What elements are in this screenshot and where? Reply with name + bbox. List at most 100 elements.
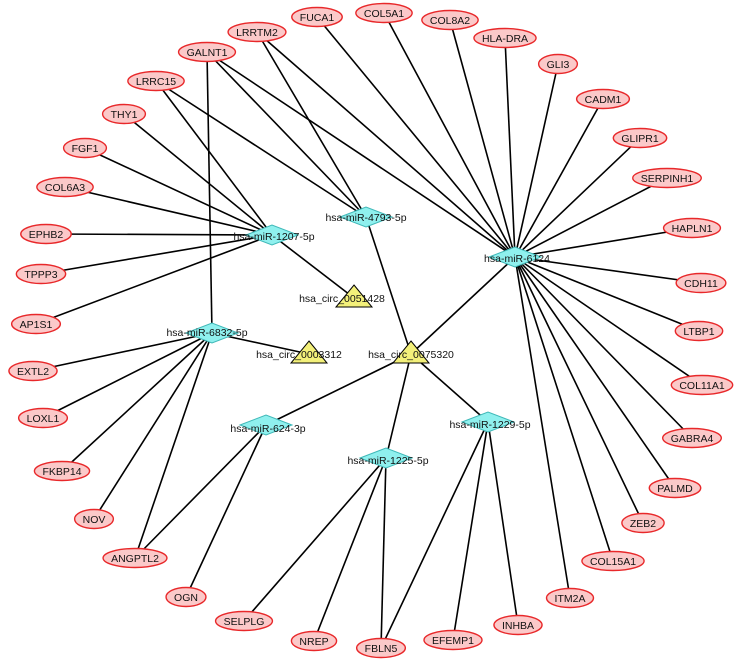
node-fbln5[interactable]: FBLN5	[355, 637, 407, 659]
node-col8a2[interactable]: COL8A2	[421, 9, 479, 31]
node-label: LRRTM2	[236, 27, 278, 39]
gene-node-ellipse	[632, 167, 702, 189]
node-label: COL5A1	[364, 8, 404, 20]
node-layer: hsa_circ_0075320 hsa_circ_0051428 hsa_circ…	[8, 2, 734, 659]
node-ltbp1[interactable]: LTBP1	[674, 320, 724, 342]
node-nrep[interactable]: NREP	[290, 630, 338, 652]
node-label: GABRA4	[671, 433, 714, 445]
circrna-node-triangle	[334, 284, 374, 308]
node-inhba[interactable]: INHBA	[493, 614, 543, 636]
edge-m1207-FGF1	[84, 147, 273, 236]
node-c03312[interactable]: hsa_circ_0003312	[256, 340, 342, 364]
gene-node-ellipse	[15, 263, 67, 285]
edge-m6124-HLADRA	[504, 37, 516, 258]
node-ephb2[interactable]: EPHB2	[20, 223, 72, 245]
node-m1207[interactable]: hsa-miR-1207-5p	[233, 224, 315, 246]
node-m6124[interactable]: hsa-miR-6124	[484, 246, 550, 268]
edge-m6124-COL11A1	[514, 256, 703, 386]
node-lrrtm2[interactable]: LRRTM2	[227, 21, 287, 43]
edge-layer	[32, 12, 703, 649]
node-label: hsa_circ_0051428	[299, 293, 385, 305]
node-angptl2[interactable]: ANGPTL2	[102, 547, 168, 569]
node-label: TPPP3	[24, 269, 57, 281]
edge-m6832-GALNT1	[206, 51, 213, 334]
node-label: FGF1	[72, 143, 99, 155]
node-label: ITM2A	[555, 593, 586, 605]
node-label: EXTL2	[17, 366, 49, 378]
node-label: EPHB2	[29, 229, 64, 241]
edge-m6124-COL5A1	[383, 12, 516, 258]
node-label: LRRC15	[136, 76, 176, 88]
edge-m6124-HAPLN1	[514, 227, 693, 258]
gene-node-ellipse	[675, 272, 727, 294]
mirna-node-diamond	[238, 414, 294, 436]
node-fkbp14[interactable]: FKBP14	[33, 460, 91, 482]
mirna-node-diamond	[460, 411, 516, 433]
node-label: EFEMP1	[432, 635, 474, 647]
node-extl2[interactable]: EXTL2	[8, 360, 58, 382]
node-label: CDH11	[684, 278, 718, 290]
node-m4793[interactable]: hsa-miR-4793-5p	[325, 206, 407, 228]
edge-m4793-LRRTM2	[256, 31, 367, 218]
gene-node-ellipse	[662, 217, 722, 239]
node-label: PALMD	[657, 483, 693, 495]
node-galnt1[interactable]: GALNT1	[177, 41, 237, 63]
node-label: hsa-miR-624-3p	[230, 423, 305, 435]
node-fuca1[interactable]: FUCA1	[291, 6, 343, 28]
node-col5a1[interactable]: COL5A1	[355, 2, 413, 24]
node-cadm1[interactable]: CADM1	[575, 88, 631, 110]
edge-m1229-FBLN5	[380, 421, 489, 649]
edge-c75320-m6124	[410, 256, 516, 355]
gene-node-ellipse	[621, 512, 665, 534]
node-fgf1[interactable]: FGF1	[62, 137, 108, 159]
node-palmd[interactable]: PALMD	[648, 477, 702, 499]
node-lrrc15[interactable]: LRRC15	[127, 70, 185, 92]
edge-m6124-COL15A1	[514, 256, 614, 562]
mirna-node-diamond	[184, 322, 240, 344]
gene-node-ellipse	[291, 6, 343, 28]
node-col15a1[interactable]: COL15A1	[581, 550, 645, 572]
node-m6832[interactable]: hsa-miR-6832-5p	[166, 322, 248, 344]
node-m624[interactable]: hsa-miR-624-3p	[230, 414, 306, 436]
edge-m6124-FUCA1	[316, 16, 516, 258]
node-gabra4[interactable]: GABRA4	[661, 427, 723, 449]
node-hapln1[interactable]: HAPLN1	[662, 217, 722, 239]
gene-node-ellipse	[648, 477, 702, 499]
node-label: COL8A2	[430, 15, 470, 27]
edge-m1207-COL6A3	[64, 186, 273, 236]
node-label: CADM1	[585, 94, 622, 106]
edge-m624-OGN	[185, 424, 267, 598]
node-tppp3[interactable]: TPPP3	[15, 263, 67, 285]
edge-m6832-EXTL2	[32, 332, 213, 372]
node-m1225[interactable]: hsa-miR-1225-5p	[347, 447, 429, 469]
node-ap1s1[interactable]: AP1S1	[10, 313, 62, 335]
node-cdh11[interactable]: CDH11	[675, 272, 727, 294]
node-gli3[interactable]: GLI3	[537, 53, 579, 75]
node-col11a1[interactable]: COL11A1	[670, 374, 734, 396]
gene-node-ellipse	[493, 614, 543, 636]
node-label: GLI3	[547, 59, 570, 71]
edge-m1225-FBLN5	[380, 457, 387, 649]
node-c51428[interactable]: hsa_circ_0051428	[299, 284, 385, 308]
node-selplg[interactable]: SELPLG	[214, 610, 274, 632]
node-ogn[interactable]: OGN	[165, 586, 207, 608]
node-m1229[interactable]: hsa-miR-1229-5p	[449, 411, 531, 433]
node-col6a3[interactable]: COL6A3	[36, 176, 94, 198]
gene-node-ellipse	[8, 360, 58, 382]
gene-node-ellipse	[101, 103, 147, 125]
node-serpinh1[interactable]: SERPINH1	[632, 167, 702, 189]
node-glipr1[interactable]: GLIPR1	[612, 127, 668, 149]
node-c75320[interactable]: hsa_circ_0075320	[368, 340, 454, 364]
node-loxl1[interactable]: LOXL1	[17, 407, 69, 429]
node-thy1[interactable]: THY1	[101, 103, 147, 125]
node-hladra[interactable]: HLA-DRA	[473, 27, 537, 49]
node-efemp1[interactable]: EFEMP1	[423, 629, 483, 651]
gene-node-ellipse	[127, 70, 185, 92]
node-itm2a[interactable]: ITM2A	[545, 587, 595, 609]
edge-c75320-m4793	[365, 216, 412, 355]
node-label: hsa-miR-6124	[484, 253, 550, 265]
mirna-node-diamond	[487, 246, 543, 268]
node-nov[interactable]: NOV	[73, 508, 115, 530]
node-zeb2[interactable]: ZEB2	[621, 512, 665, 534]
mirna-node-diamond	[244, 224, 300, 246]
